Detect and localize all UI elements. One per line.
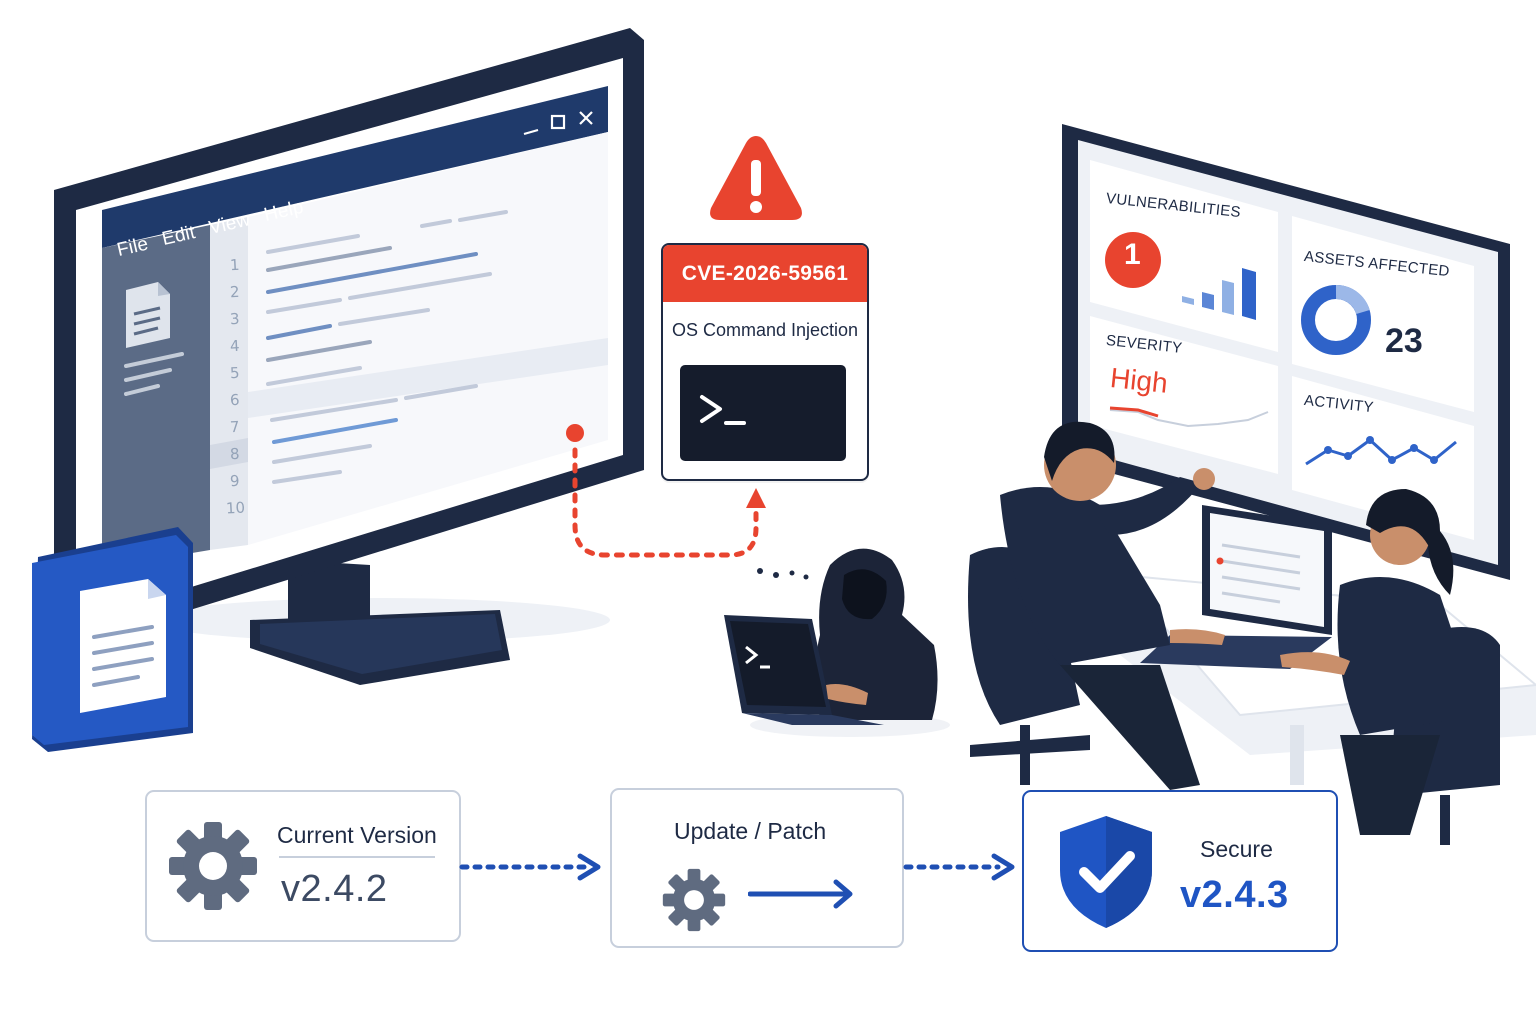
current-version-title: Current Version: [277, 822, 437, 848]
line-number: 3: [229, 309, 241, 329]
arrow-right-icon: [459, 853, 601, 881]
update-patch-title: Update / Patch: [674, 818, 827, 844]
update-patch-card: Update / Patch: [610, 788, 904, 948]
line-number: 7: [229, 417, 241, 437]
warning-icon: [710, 136, 802, 220]
secure-version-card: Secure v2.4.3: [1022, 790, 1338, 952]
security-team-illustration: [968, 421, 1536, 845]
cve-id: CVE-2026-59561: [663, 245, 867, 302]
line-number: 8: [229, 444, 241, 464]
line-number: 2: [229, 282, 241, 302]
vulnerabilities-count: 1: [1124, 238, 1141, 271]
terminal-icon: [680, 365, 846, 461]
document-tile-icon: [28, 527, 198, 752]
attack-path-arrow: [566, 424, 766, 558]
line-number: 6: [229, 390, 241, 410]
divider: [279, 856, 435, 858]
line-number: 9: [229, 471, 241, 491]
cve-card: CVE-2026-59561 OS Command Injection: [661, 243, 869, 481]
arrow-right-icon: [748, 879, 853, 909]
secure-title: Secure: [1200, 836, 1273, 862]
cve-title: OS Command Injection: [671, 320, 859, 340]
assets-affected-count: 23: [1385, 322, 1423, 360]
code-editor-monitor: File Edit View Help 1 2 3 4 5 6 7 8 9 10: [40, 20, 660, 710]
severity-value: High: [1108, 362, 1170, 399]
gear-icon: [169, 822, 257, 910]
monitor-illustration: [54, 28, 644, 685]
line-number: 4: [229, 336, 241, 356]
secure-version-number: v2.4.3: [1180, 874, 1289, 916]
shield-check-icon: [1060, 816, 1152, 928]
gear-icon: [662, 868, 726, 932]
line-number: 5: [229, 363, 241, 383]
arrow-right-icon: [903, 853, 1015, 881]
attacker-illustration: [724, 548, 950, 737]
dashboard-monitor: [1062, 124, 1510, 580]
current-version-card: Current Version v2.4.2: [145, 790, 461, 942]
document-icon: [126, 282, 170, 348]
line-number: 10: [225, 498, 246, 518]
line-number: 1: [229, 255, 241, 275]
current-version-number: v2.4.2: [281, 868, 388, 910]
